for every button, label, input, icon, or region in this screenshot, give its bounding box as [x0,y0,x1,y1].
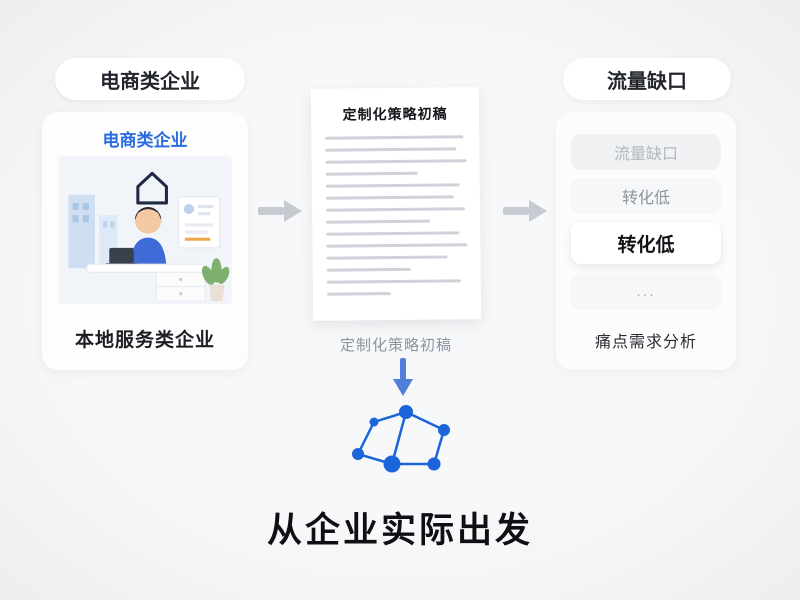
left-enterprise-card: 电商类企业 [42,112,248,370]
arrow-right-icon [258,200,302,222]
illustration-svg [58,156,232,304]
strategy-document: 定制化策略初稿 [310,87,482,321]
pain-point-label: ... [636,283,656,300]
page-headline: 从企业实际出发 [266,511,533,550]
right-category-pill: 流量缺口 [563,58,731,100]
document-text-lines [311,135,481,296]
house-icon [136,171,168,205]
pain-point-item: 转化低 [571,178,721,214]
left-card-title: 电商类企业 [102,131,188,150]
pain-point-label: 流量缺口 [613,146,678,163]
document-title: 定制化策略初稿 [342,105,448,123]
pain-point-item: 流量缺口 [571,134,721,170]
office-worker-illustration [57,156,233,304]
pain-point-label: 转化低 [617,234,675,256]
left-pill-label: 电商类企业 [100,70,200,93]
right-card-caption: 痛点需求分析 [594,334,697,351]
pain-point-item-selected: 转化低 [571,222,721,264]
right-pill-label: 流量缺口 [607,70,687,93]
pain-point-card: 流量缺口 转化低 转化低 ... 痛点需求分析 [556,112,736,370]
pain-point-item: ... [571,274,721,310]
document-caption: 定制化策略初稿 [339,337,452,354]
left-category-pill: 电商类企业 [55,58,245,100]
arrow-down-icon [393,358,413,396]
arrow-right-icon [503,200,547,222]
pain-point-label: 转化低 [621,190,670,207]
left-card-caption: 本地服务类企业 [74,330,215,351]
network-graph-icon [352,405,450,473]
